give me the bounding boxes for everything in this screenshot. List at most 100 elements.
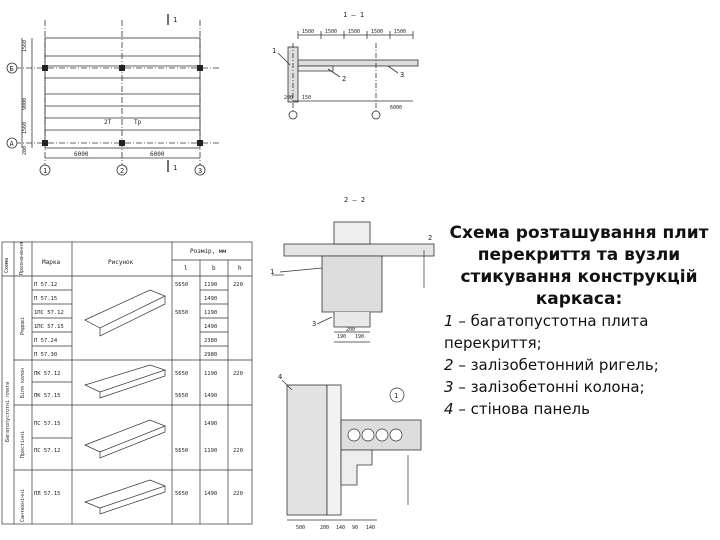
table-side-label: Багатопустотні плити [5, 382, 11, 442]
caption-item-4-text: – стінова панель [453, 400, 590, 418]
section-1-1: 1 – 1 1500 1500 1500 1500 1500 200 150 6… [272, 11, 419, 120]
th-mark: Марка [42, 259, 60, 266]
group-wall: Пристінні [20, 431, 26, 458]
section-mark-bottom: 1 [173, 164, 177, 172]
left-dim-3: 1560 [22, 122, 28, 134]
figure-caption: Схема розташування плит перекриття та ву… [444, 222, 714, 420]
caption-item-3-text: – залізобетонні колона; [453, 378, 645, 396]
axis-1-bubble [39, 164, 51, 176]
s22-callout-1: 1 [270, 268, 274, 276]
axis-2-label: 2 [120, 167, 124, 175]
th-scheme: Схема [4, 258, 10, 273]
mark-tr: Тр [134, 119, 142, 126]
section-1-1-title: 1 – 1 [343, 11, 364, 19]
axis-a-label: А [10, 140, 15, 148]
span-dim-1: 6000 [74, 151, 89, 158]
table-cell-b: 1490 [204, 491, 217, 497]
node-dim-1: 500 [296, 525, 305, 531]
axis-3-label: 3 [198, 167, 202, 175]
left-dim-2: 9000 [22, 98, 28, 110]
s11-callout-2: 2 [342, 75, 346, 83]
left-dim-4: 200 [22, 146, 28, 155]
section-axis-bubble-1 [288, 110, 298, 120]
node-dim-3: 140 [336, 525, 345, 531]
table-cell-mark: ПС 57.15 [34, 421, 61, 427]
caption-title: Схема розташування плит перекриття та ву… [449, 223, 709, 309]
caption-item-4-num: 4 [444, 400, 454, 418]
mark-2t: 2Т [104, 119, 112, 126]
node-dim-4: 90 [352, 525, 358, 531]
section-mark-top: 1 [173, 16, 177, 24]
s22-dim-3: 190 [355, 334, 364, 340]
axis-2-bubble [116, 164, 128, 176]
table-cell-l: 5650 [175, 310, 188, 316]
table-cell-b: 1190 [204, 282, 217, 288]
s22-callout-3: 3 [312, 320, 316, 328]
table-cell-h: 220 [233, 371, 243, 377]
table-cell-l: 5650 [175, 448, 188, 454]
table-cell-mark: П 57.12 [34, 282, 57, 288]
table-cell-b: 1490 [204, 421, 217, 427]
table-cell-b: 1190 [204, 371, 217, 377]
s22-dim-1: 190 [337, 334, 346, 340]
s22-callout-2: 2 [428, 234, 432, 242]
slab-types-table: Схема Призначення Марка Рисунок Розмір, … [1, 241, 253, 525]
axis-1-label: 1 [43, 167, 47, 175]
group-sanitary: Сантехнічні [20, 489, 26, 522]
node-callout-4: 4 [278, 373, 282, 381]
s11-dim-1: 1500 [302, 29, 314, 35]
th-purpose: Призначення [19, 242, 25, 275]
caption-item-1-num: 1 [444, 312, 454, 330]
th-l: l [184, 265, 188, 272]
table-cell-b: 1190 [204, 448, 217, 454]
node-dim-2: 200 [320, 525, 329, 531]
caption-item-2-text: – залізобетонний ригель; [453, 356, 659, 374]
s11-dim-2: 1500 [325, 29, 337, 35]
table-cell-mark: 1ПС 57.15 [34, 324, 64, 330]
left-dim-1: 1560 [22, 40, 28, 52]
table-cell-b: 2980 [204, 352, 217, 358]
s22-dim-2: 200 [346, 327, 355, 333]
s11-dim-3: 1500 [348, 29, 360, 35]
table-cell-h: 220 [233, 491, 243, 497]
table-cell-mark: П 57.30 [34, 352, 57, 358]
axis-3-bubble [194, 164, 206, 176]
plan-outline [44, 37, 201, 149]
table-cell-mark: П 57.15 [34, 296, 57, 302]
caption-item-2: 2 – залізобетонний ригель; [444, 354, 714, 376]
table-cell-mark: ПК 57.15 [34, 393, 61, 399]
table-cell-mark: 1ПС 57.12 [34, 310, 64, 316]
th-b: b [212, 265, 216, 272]
node-callout-1: 1 [394, 392, 398, 400]
table-cell-l: 5650 [175, 371, 188, 377]
caption-item-4: 4 – стінова панель [444, 398, 714, 420]
caption-item-3-num: 3 [444, 378, 454, 396]
s11-bdim-1: 200 [284, 95, 293, 101]
table-cell-b: 1490 [204, 393, 217, 399]
axis-a-bubble [6, 137, 18, 149]
axis-b-label: Б [10, 65, 14, 73]
caption-item-1: 1 – багатопустотна плита перекриття; [444, 310, 714, 354]
caption-item-2-num: 2 [444, 356, 454, 374]
s11-bdim-3: 6000 [390, 105, 402, 111]
th-drawing: Рисунок [108, 259, 134, 266]
table-cell-mark: ПЛ 57.15 [34, 491, 61, 497]
table-cell-mark: П 57.24 [34, 338, 58, 344]
table-cell-b: 1190 [204, 310, 217, 316]
table-cell-mark: ПК 57.12 [34, 371, 61, 377]
caption-item-3: 3 – залізобетонні колона; [444, 376, 714, 398]
node-dim-5: 140 [366, 525, 375, 531]
table-cell-h: 220 [233, 448, 243, 454]
s11-dim-4: 1500 [371, 29, 383, 35]
table-cell-b: 2380 [204, 338, 217, 344]
section-2-2: 2 – 2 190 200 190 1 2 3 [270, 196, 435, 343]
th-size-group: Розмір, мм [190, 248, 227, 255]
wall-joint-node: 4 1 500 200 140 90 140 [278, 373, 422, 531]
s11-callout-3: 3 [400, 71, 404, 79]
span-dim-2: 6000 [150, 151, 165, 158]
table-cell-b: 1490 [204, 324, 217, 330]
s11-callout-1: 1 [272, 47, 276, 55]
th-h: h [238, 265, 242, 272]
group-columns: Біля колон [20, 368, 26, 398]
slab-layout-plan: Б А 1 2 3 6000 6000 1560 9000 1560 200 2… [6, 14, 220, 176]
